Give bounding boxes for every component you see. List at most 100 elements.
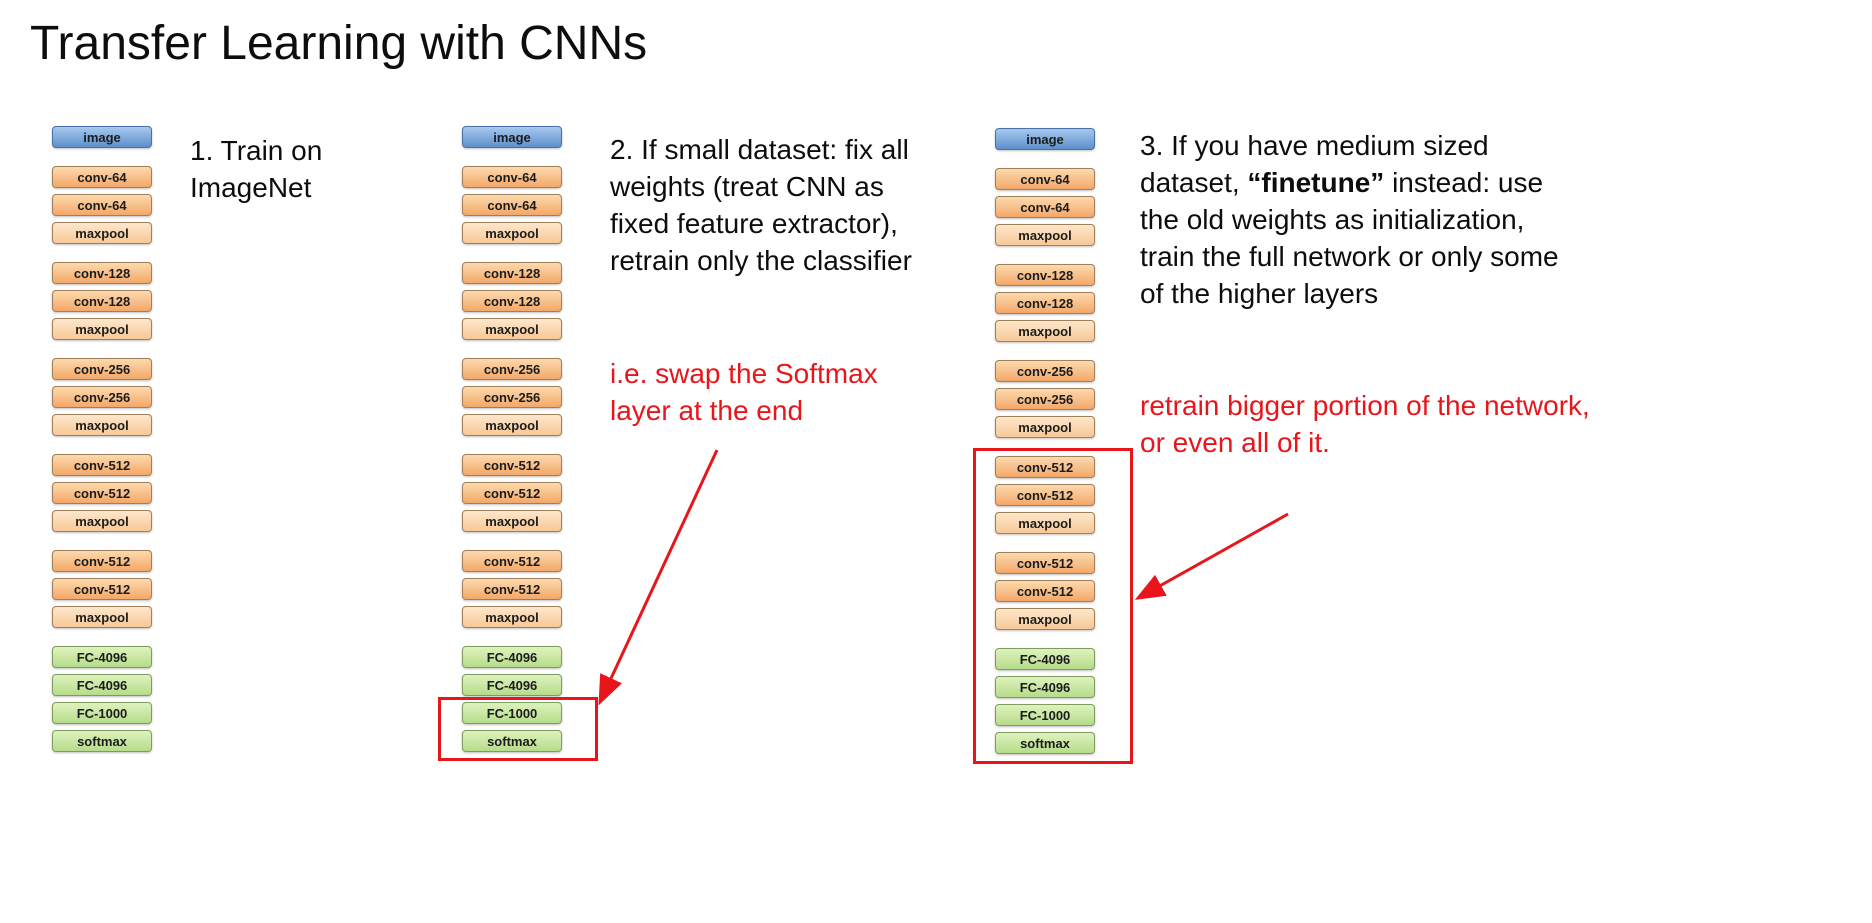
layer-box-conv-512: conv-512 <box>52 454 152 476</box>
layer-box-conv-256: conv-256 <box>995 388 1095 410</box>
annotation-step3: 3. If you have medium sized dataset, “fi… <box>1140 128 1572 313</box>
layer-box-conv-512: conv-512 <box>52 578 152 600</box>
layer-box-maxpool: maxpool <box>995 224 1095 246</box>
layer-box-conv-256: conv-256 <box>52 358 152 380</box>
layer-box-fc-4096: FC-4096 <box>995 676 1095 698</box>
layer-box-conv-64: conv-64 <box>52 166 152 188</box>
layer-box-conv-512: conv-512 <box>995 580 1095 602</box>
layer-box-fc-1000: FC-1000 <box>52 702 152 724</box>
layer-box-maxpool: maxpool <box>52 318 152 340</box>
layer-box-conv-128: conv-128 <box>462 290 562 312</box>
layer-box-maxpool: maxpool <box>995 608 1095 630</box>
layer-group: conv-512 conv-512 maxpool <box>52 454 152 532</box>
layer-box-fc-4096: FC-4096 <box>52 674 152 696</box>
highlight-rect-finetune-portion <box>973 448 1133 764</box>
layer-group: conv-64 conv-64 maxpool <box>52 166 152 244</box>
layer-box-conv-64: conv-64 <box>462 194 562 216</box>
annotation-step2-red-note: i.e. swap the Softmax layer at the end <box>610 356 930 430</box>
annotation-step3-red-note: retrain bigger portion of the network, o… <box>1140 388 1590 462</box>
layer-box-fc-4096: FC-4096 <box>995 648 1095 670</box>
layer-box-image: image <box>462 126 562 148</box>
layer-box-maxpool: maxpool <box>52 606 152 628</box>
layer-box-image: image <box>995 128 1095 150</box>
red-arrow-softmax-swap <box>598 449 719 706</box>
layer-box-softmax: softmax <box>462 730 562 752</box>
layer-group: conv-256 conv-256 maxpool <box>995 360 1095 438</box>
layer-group: conv-512 conv-512 maxpool <box>462 454 562 532</box>
annotation-step3-text-before: 3. If you have medium sized dataset, <box>1140 130 1489 198</box>
layer-box-conv-128: conv-128 <box>52 290 152 312</box>
layer-group: image <box>52 126 152 148</box>
layer-box-conv-256: conv-256 <box>462 386 562 408</box>
layer-box-conv-128: conv-128 <box>52 262 152 284</box>
layer-group: conv-64 conv-64 maxpool <box>462 166 562 244</box>
layer-box-conv-512: conv-512 <box>52 550 152 572</box>
layer-box-conv-128: conv-128 <box>995 264 1095 286</box>
layer-box-fc-4096: FC-4096 <box>462 646 562 668</box>
layer-box-image: image <box>52 126 152 148</box>
layer-box-maxpool: maxpool <box>462 510 562 532</box>
layer-box-maxpool: maxpool <box>462 222 562 244</box>
layer-box-maxpool: maxpool <box>462 606 562 628</box>
layer-group: conv-512 conv-512 maxpool <box>995 552 1095 630</box>
layer-group: conv-128 conv-128 maxpool <box>52 262 152 340</box>
annotation-step3-red-note-text: retrain bigger portion of the network, o… <box>1140 390 1590 458</box>
layer-box-conv-256: conv-256 <box>462 358 562 380</box>
layer-group: conv-128 conv-128 maxpool <box>995 264 1095 342</box>
layer-box-fc-1000: FC-1000 <box>995 704 1095 726</box>
red-arrow-finetune-portion <box>1134 512 1289 600</box>
layer-group: image <box>995 128 1095 150</box>
layer-box-maxpool: maxpool <box>52 414 152 436</box>
layer-box-softmax: softmax <box>52 730 152 752</box>
layer-box-fc-4096: FC-4096 <box>462 674 562 696</box>
layer-box-maxpool: maxpool <box>995 416 1095 438</box>
layer-group: conv-128 conv-128 maxpool <box>462 262 562 340</box>
annotation-step3-finetune-bold: “finetune” <box>1247 166 1385 198</box>
layer-group: image <box>462 126 562 148</box>
layer-box-conv-128: conv-128 <box>462 262 562 284</box>
layer-box-fc-1000: FC-1000 <box>462 702 562 724</box>
layer-box-conv-512: conv-512 <box>995 484 1095 506</box>
layer-box-conv-512: conv-512 <box>462 550 562 572</box>
layer-box-fc-4096: FC-4096 <box>52 646 152 668</box>
annotation-step2: 2. If small dataset: fix all weights (tr… <box>610 132 945 280</box>
layer-group: conv-512 conv-512 maxpool <box>462 550 562 628</box>
highlight-rect-softmax-swap <box>438 697 598 761</box>
layer-box-maxpool: maxpool <box>995 512 1095 534</box>
layer-box-conv-512: conv-512 <box>462 454 562 476</box>
layer-box-conv-512: conv-512 <box>995 552 1095 574</box>
layer-group: conv-64 conv-64 maxpool <box>995 168 1095 246</box>
layer-box-conv-64: conv-64 <box>995 168 1095 190</box>
page-title: Transfer Learning with CNNs <box>30 17 648 70</box>
layer-box-maxpool: maxpool <box>52 222 152 244</box>
layer-box-maxpool: maxpool <box>462 414 562 436</box>
layer-box-conv-128: conv-128 <box>995 292 1095 314</box>
layer-box-conv-256: conv-256 <box>995 360 1095 382</box>
layer-group: conv-512 conv-512 maxpool <box>995 456 1095 534</box>
layer-box-conv-256: conv-256 <box>52 386 152 408</box>
layer-box-conv-64: conv-64 <box>462 166 562 188</box>
annotation-step1-text: 1. Train on ImageNet <box>190 135 323 203</box>
layer-box-conv-512: conv-512 <box>462 578 562 600</box>
layer-box-softmax: softmax <box>995 732 1095 754</box>
layer-box-conv-64: conv-64 <box>52 194 152 216</box>
layer-group: conv-256 conv-256 maxpool <box>462 358 562 436</box>
layer-box-conv-512: conv-512 <box>52 482 152 504</box>
layer-box-maxpool: maxpool <box>462 318 562 340</box>
layer-box-conv-512: conv-512 <box>995 456 1095 478</box>
layer-group: conv-256 conv-256 maxpool <box>52 358 152 436</box>
layer-box-conv-512: conv-512 <box>462 482 562 504</box>
annotation-step2-red-note-text: i.e. swap the Softmax layer at the end <box>610 358 878 426</box>
layer-group: conv-512 conv-512 maxpool <box>52 550 152 628</box>
layer-box-maxpool: maxpool <box>995 320 1095 342</box>
layer-box-conv-64: conv-64 <box>995 196 1095 218</box>
layer-box-maxpool: maxpool <box>52 510 152 532</box>
annotation-step3-text-after: instead: use the old weights as initiali… <box>1140 166 1559 309</box>
